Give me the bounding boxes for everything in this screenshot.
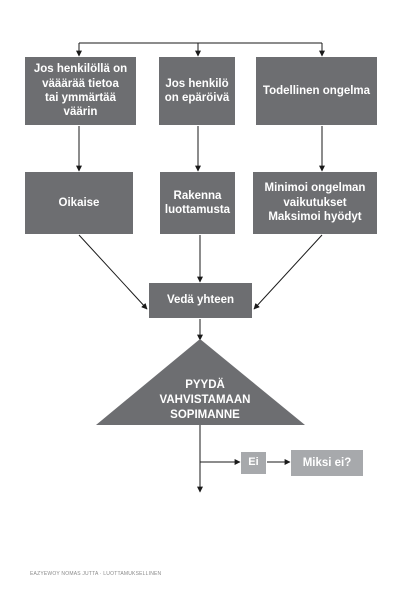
box-summarize-label: Vedä yhteen xyxy=(166,294,235,307)
footer-text: EAZYEWOY NOMAS JUTTA · LUOTTAMUKSELLINEN xyxy=(30,571,162,577)
decision-triangle xyxy=(96,339,305,425)
arrow-6-to-merge xyxy=(253,234,323,310)
triangle-label: PYYDÄ VAHVISTAMAAN SOPIMANNE xyxy=(159,379,251,421)
box-hesitant-label: Jos henkilö on epäröivä xyxy=(164,77,230,104)
box-build-trust-label: Rakenna luottamusta xyxy=(164,189,231,216)
box-why-not: Miksi ei? xyxy=(291,450,363,476)
arrow-4-to-merge xyxy=(78,234,148,310)
box-correct-label: Oikaise xyxy=(58,196,100,209)
box-real-problem-label: Todellinen ongelma xyxy=(262,84,371,97)
box-misinformation-label: Jos henkilöllä on vääärää tietoa tai ymm… xyxy=(33,63,128,119)
box-no-label: Ei xyxy=(248,456,259,469)
box-why-not-label: Miksi ei? xyxy=(302,456,352,469)
box-correct: Oikaise xyxy=(25,172,133,234)
box-no: Ei xyxy=(241,452,266,474)
box-hesitant: Jos henkilö on epäröivä xyxy=(159,57,235,125)
box-build-trust: Rakenna luottamusta xyxy=(160,172,235,234)
box-summarize: Vedä yhteen xyxy=(149,283,252,318)
box-minimize-maximize: Minimoi ongelman vaikutukset Maksimoi hy… xyxy=(253,172,377,234)
box-misinformation: Jos henkilöllä on vääärää tietoa tai ymm… xyxy=(25,57,136,125)
box-real-problem: Todellinen ongelma xyxy=(256,57,377,125)
box-minimize-maximize-label: Minimoi ongelman vaikutukset Maksimoi hy… xyxy=(264,182,366,224)
